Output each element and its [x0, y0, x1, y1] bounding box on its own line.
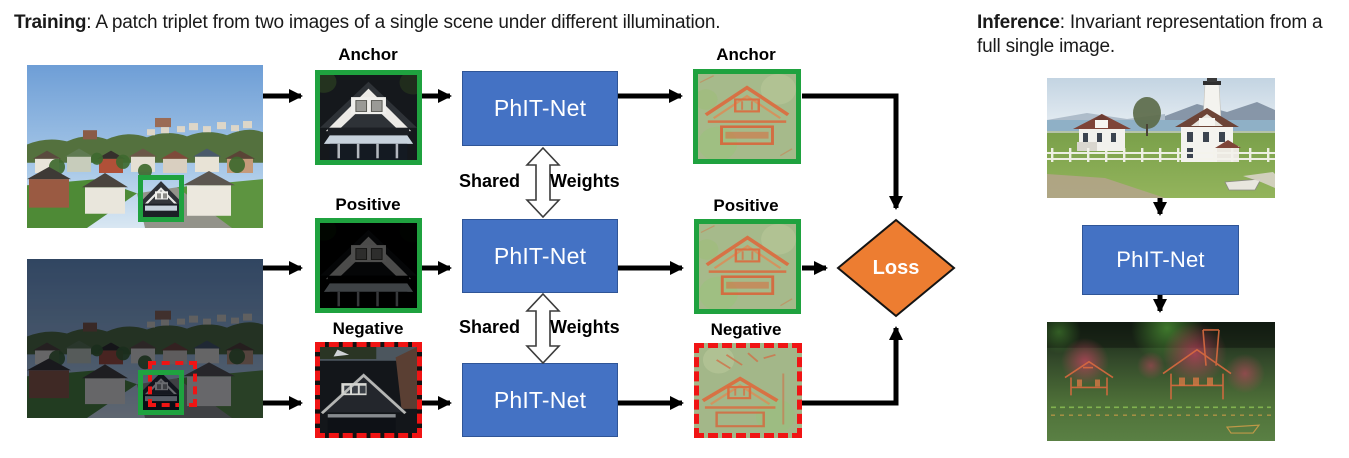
scene-photo-bright [27, 65, 263, 228]
positive-box-green [138, 370, 184, 415]
loss-diamond: Loss [832, 214, 960, 322]
loss-label: Loss [872, 256, 920, 279]
phitnet-label: PhIT-Net [493, 95, 587, 121]
training-caption-term: Training [14, 12, 87, 33]
arrow-anchor-out-to-loss [802, 93, 903, 210]
shared-label-2: Shared [458, 317, 520, 337]
inference-caption-text: : Invariant representation from a full s… [977, 12, 1323, 58]
arrow-negative-out-to-loss [802, 326, 903, 406]
shared-weights-arrow-icon [525, 147, 561, 218]
output-anchor-label: Anchor [716, 45, 776, 64]
training-caption-text: : A patch triplet from two images of a s… [86, 12, 721, 33]
training-caption: Training: A patch triplet from two image… [14, 11, 914, 35]
phitnet-box-anchor: PhIT-Net [462, 71, 618, 146]
output-anchor-patch [693, 69, 801, 164]
output-negative-patch [694, 343, 802, 438]
phitnet-label: PhIT-Net [493, 386, 587, 413]
input-negative-patch [315, 342, 422, 438]
output-positive-label: Positive [713, 196, 779, 215]
inference-caption-term: Inference [977, 12, 1060, 33]
inference-photo-lighthouse [1047, 78, 1275, 198]
phitnet-label: PhIT-Net [1116, 247, 1205, 272]
phitnet-box-positive: PhIT-Net [462, 219, 618, 293]
input-negative-label: Negative [332, 319, 404, 338]
shared-weights-arrow-icon [525, 293, 561, 364]
input-anchor-patch [315, 70, 422, 165]
inference-feature-map [1047, 322, 1275, 441]
inference-caption: Inference: Invariant representation from… [977, 11, 1345, 60]
weights-label-2: Weights [550, 317, 620, 337]
anchor-box-green [138, 175, 184, 222]
shared-label-1: Shared [458, 171, 520, 191]
loss-diamond-shape [836, 218, 956, 318]
scene-photo-dark [27, 259, 263, 418]
output-negative-label: Negative [710, 320, 782, 339]
input-positive-patch [315, 218, 422, 313]
dusk-tint [27, 259, 263, 418]
phitnet-box-inference: PhIT-Net [1082, 225, 1239, 295]
negative-box-red [148, 361, 197, 407]
weights-label-1: Weights [550, 171, 620, 191]
input-anchor-label: Anchor [338, 45, 398, 64]
input-positive-label: Positive [335, 195, 401, 214]
output-positive-patch [694, 219, 801, 314]
phitnet-label: PhIT-Net [493, 242, 587, 269]
phitnet-box-negative: PhIT-Net [462, 363, 618, 437]
